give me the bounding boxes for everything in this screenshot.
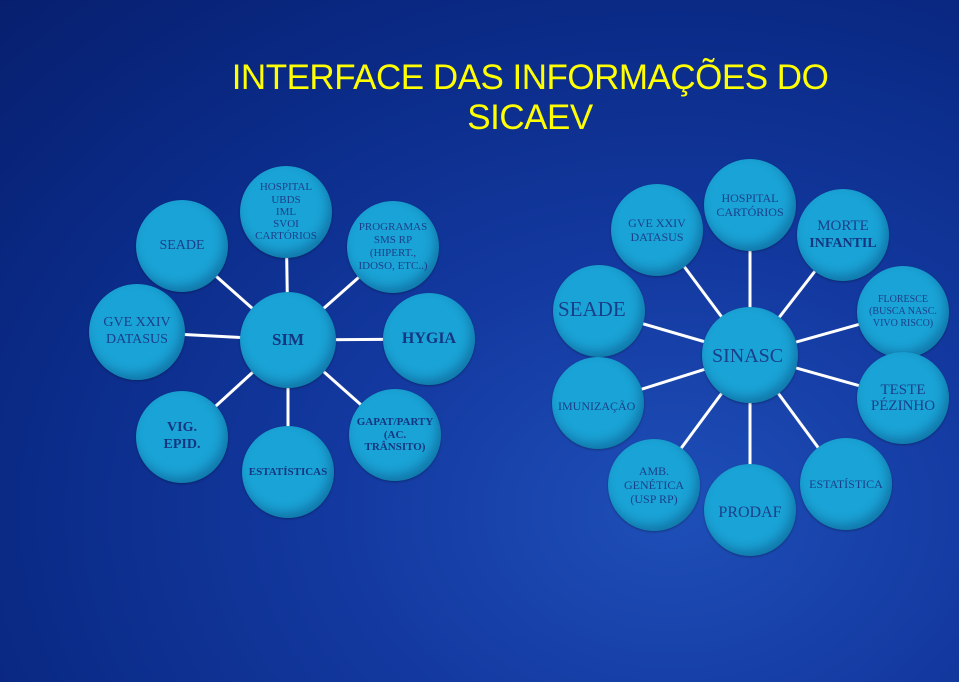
node-sinasc-center: SINASC bbox=[702, 307, 798, 403]
node-seade-right: SEADE bbox=[553, 265, 645, 357]
node-vig-epid: VIG. EPID. bbox=[136, 391, 228, 483]
node-hospital-cartorios: HOSPITAL CARTÓRIOS bbox=[704, 159, 796, 251]
node-morte-infantil: MORTE INFANTIL bbox=[797, 189, 889, 281]
node-estatistica: ESTATÍSTICA bbox=[800, 438, 892, 530]
node-teste-pezinho: TESTE PÉZINHO bbox=[857, 352, 949, 444]
title-line-2: SICAEV bbox=[467, 98, 593, 137]
node-gve-datasus-right: GVE XXIV DATASUS bbox=[611, 184, 703, 276]
page-title: INTERFACE DAS INFORMAÇÕES DO SICAEV bbox=[150, 58, 910, 138]
infantil-label: INFANTIL bbox=[809, 235, 877, 251]
node-hospital-ubds: HOSPITAL UBDS IML SVOI CARTÓRIOS bbox=[240, 166, 332, 258]
node-prodaf: PRODAF bbox=[704, 464, 796, 556]
node-seade: SEADE bbox=[136, 200, 228, 292]
node-hygia: HYGIA bbox=[383, 293, 475, 385]
node-floresce: FLORESCE (BUSCA NASC. VIVO RISCO) bbox=[857, 266, 949, 358]
node-programas: PROGRAMAS SMS RP (HIPERT., IDOSO, ETC..) bbox=[347, 201, 439, 293]
morte-label: MORTE bbox=[817, 217, 869, 234]
title-line-1: INTERFACE DAS INFORMAÇÕES DO bbox=[231, 58, 829, 97]
node-gve-datasus-left: GVE XXIV DATASUS bbox=[89, 284, 185, 380]
node-amb-genetica: AMB. GENÉTICA (USP RP) bbox=[608, 439, 700, 531]
node-estatisticas: ESTATÍSTICAS bbox=[242, 426, 334, 518]
node-imunizacao: IMUNIZAÇÃO bbox=[552, 357, 644, 449]
node-sim-center: SIM bbox=[240, 292, 336, 388]
node-gapat-party: GAPAT/PARTY (AC. TRÂNSITO) bbox=[349, 389, 441, 481]
